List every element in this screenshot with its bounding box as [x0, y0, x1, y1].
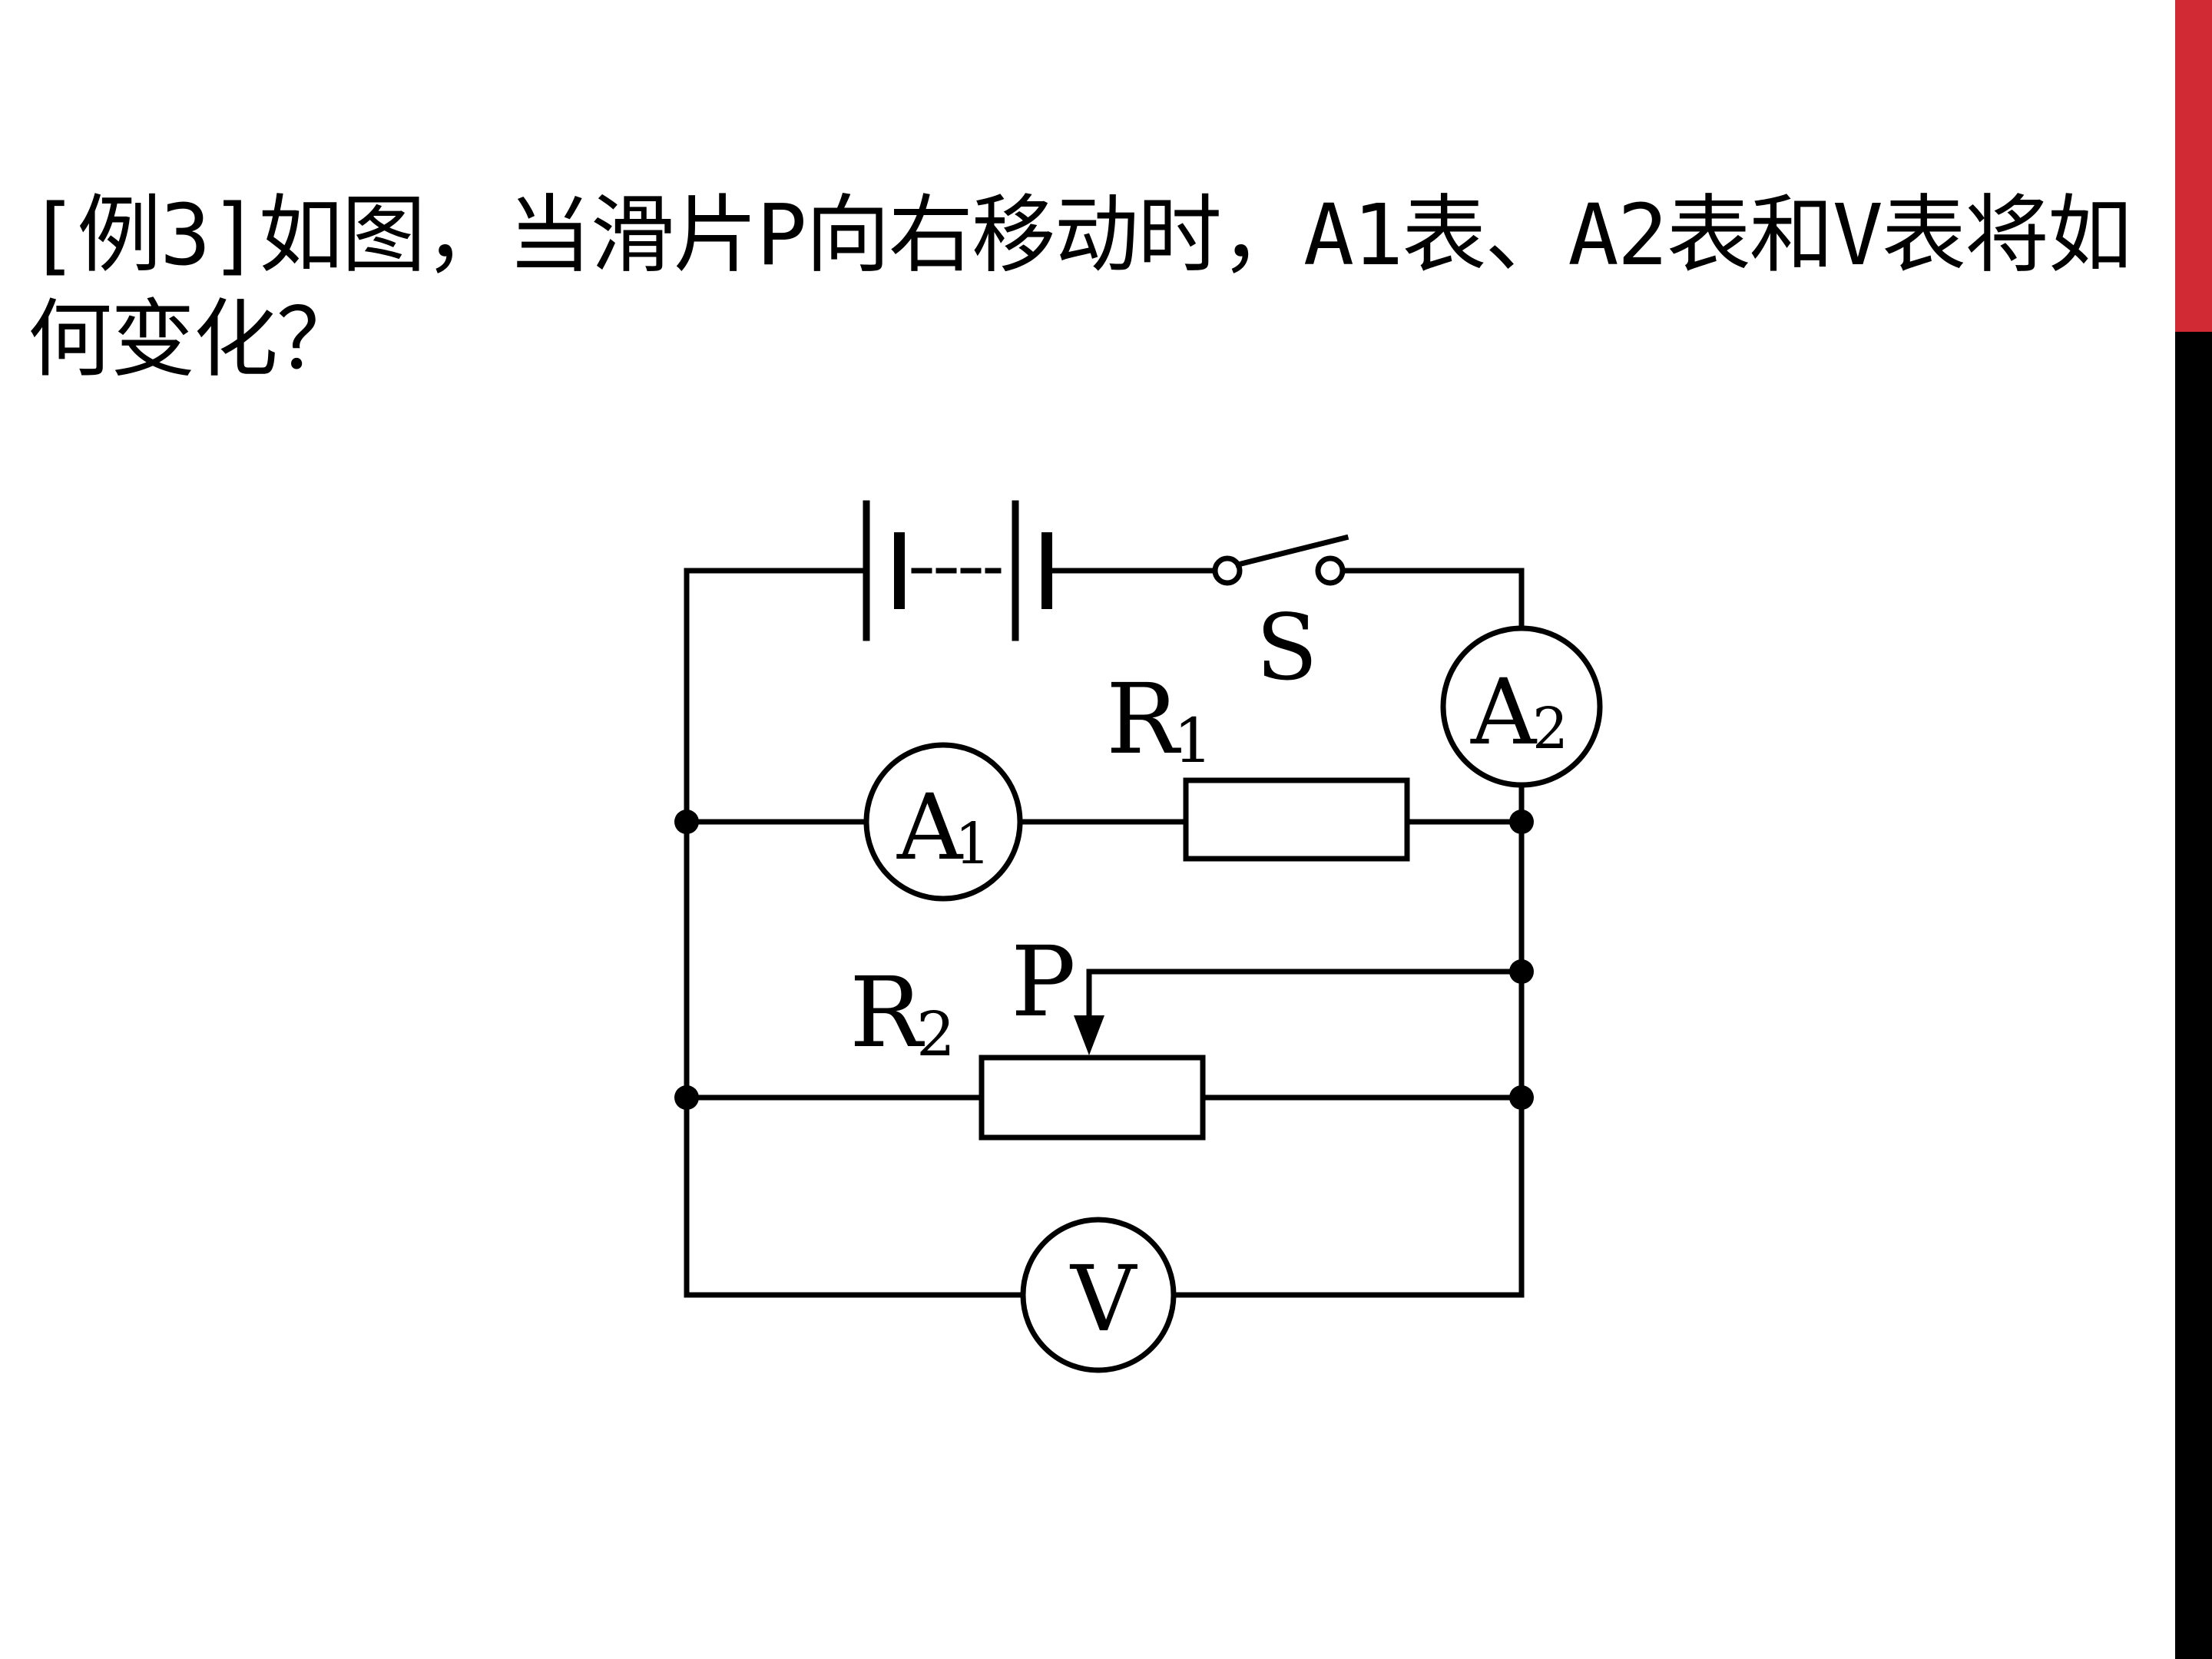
question-text: [例3]如图，当滑片P向右移动时，A1表、A2表和V表将如 何变化？	[28, 183, 2163, 392]
slider-arrow-icon	[1074, 1015, 1104, 1055]
ammeter-a1-subscript: 1	[955, 811, 991, 877]
accent-bar-red	[2175, 0, 2212, 332]
question-line-1: [例3]如图，当滑片P向右移动时，A1表、A2表和V表将如	[28, 186, 2132, 284]
r1-label: R	[1106, 663, 1181, 776]
r2-label: R	[849, 956, 925, 1069]
r1-subscript: 1	[1174, 705, 1213, 777]
ammeter-a1-letter: A	[896, 774, 964, 880]
resistor-r2	[979, 1055, 1206, 1141]
resistor-r1	[1183, 777, 1410, 862]
ammeter-a2-subscript: 2	[1532, 696, 1568, 762]
ammeter-a2-letter: A	[1470, 659, 1538, 765]
slider-label: P	[1011, 926, 1076, 1038]
accent-bar-black	[2175, 332, 2212, 1659]
battery-symbol	[863, 500, 1052, 641]
junction-dots	[674, 810, 1534, 1110]
r2-subscript: 2	[916, 998, 955, 1070]
switch-label: S	[1256, 594, 1318, 700]
voltmeter-letter: V	[1069, 1246, 1137, 1352]
switch-symbol	[1212, 534, 1349, 586]
question-line-2: 何变化？	[28, 290, 361, 389]
